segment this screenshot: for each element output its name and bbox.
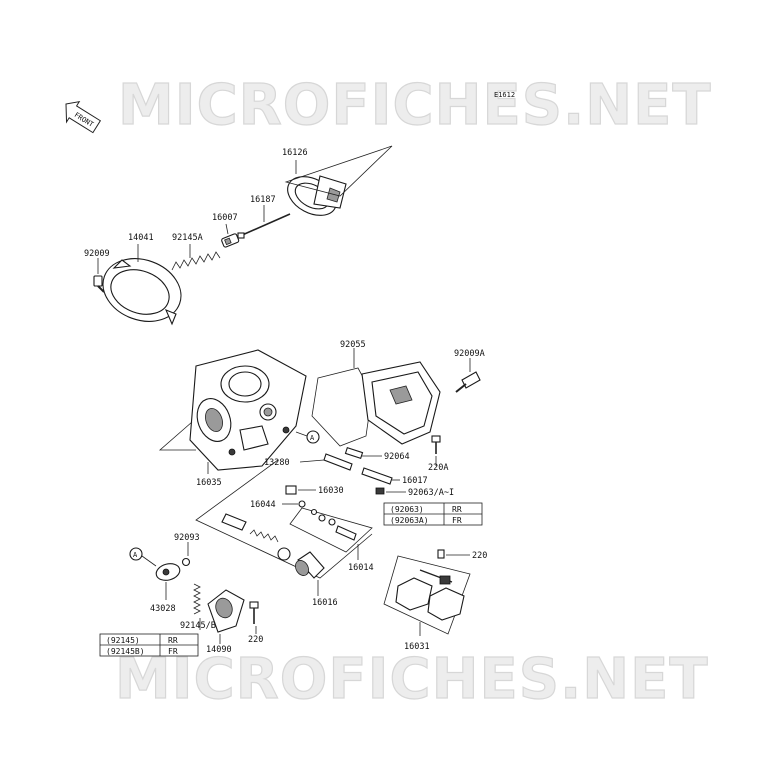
diagram-code: E1612 [494, 91, 515, 99]
table-92063: (92063) RR (92063A) FR [383, 502, 483, 526]
label-92009: 92009 [84, 249, 110, 259]
label-220-right: 220 [472, 551, 487, 561]
table-92063-row2-part: (92063A) [390, 516, 429, 525]
pump-diaphragm-icon [155, 563, 181, 581]
watermark-top: MICROFICHES.NET [118, 73, 712, 138]
jet-needle-icon [237, 213, 291, 239]
pump-spring-icon [249, 529, 279, 543]
label-16044: 16044 [250, 500, 276, 510]
watermark-bottom: MICROFICHES.NET [115, 647, 709, 712]
label-92055: 92055 [340, 340, 366, 350]
screw-lower-icon [249, 601, 259, 624]
needle-jet-icon [323, 453, 353, 471]
label-92063AI: 92063/A~I [408, 488, 454, 498]
plug-92064-icon [344, 446, 364, 460]
o-ring-small-icon [181, 557, 191, 567]
label-16017: 16017 [402, 476, 428, 486]
pilot-jet-icon [361, 467, 393, 485]
label-92009A: 92009A [454, 349, 485, 359]
spring-lower-icon [193, 583, 201, 615]
label-92064: 92064 [384, 452, 410, 462]
ref-marker-a-body-label: A [310, 434, 315, 442]
label-220-lower: 220 [248, 635, 263, 645]
needle-holder-icon [221, 233, 240, 248]
float-bowl-gasket-icon [311, 367, 373, 447]
screw-right-icon [437, 549, 445, 559]
screw-220a-icon [431, 435, 441, 454]
pump-cover-icon [207, 589, 245, 633]
label-43028: 43028 [150, 604, 176, 614]
label-13280: 13280 [264, 458, 290, 468]
washer-16044-icon [298, 500, 306, 508]
ref-marker-a-body [306, 430, 320, 444]
spring-upper-icon [171, 251, 221, 271]
label-220A: 220A [428, 463, 448, 473]
ref-marker-a-left-label: A [133, 551, 138, 559]
screw-float-bowl-icon [455, 371, 481, 393]
table-92145-row1-part: (92145) [106, 636, 140, 645]
table-92145-row2-pos: FR [168, 647, 178, 656]
o-ring-icon [277, 547, 291, 561]
label-16031: 16031 [404, 642, 430, 652]
label-92145B: 92145/B [180, 621, 216, 631]
accelerator-pump-cover-icon [295, 551, 325, 579]
label-16035: 16035 [196, 478, 222, 488]
pump-rod-icon [221, 513, 247, 531]
table-92145-row2-part: (92145B) [106, 647, 145, 656]
label-16030: 16030 [318, 486, 344, 496]
table-92145: (92145) RR (92145B) FR [99, 633, 199, 657]
table-92063-row1-pos: RR [452, 505, 462, 514]
label-16187: 16187 [250, 195, 276, 205]
pilot-screw-kit-icon [289, 507, 373, 553]
vacuum-piston-icon [287, 175, 347, 216]
float-bowl-icon [361, 361, 441, 445]
float-assembly-icon [395, 569, 465, 621]
label-16007: 16007 [212, 213, 238, 223]
main-jet-icon [375, 487, 385, 495]
screw-upper-icon [93, 275, 105, 293]
front-arrow-icon: FRONT [65, 100, 102, 134]
label-14041: 14041 [128, 233, 154, 243]
table-92063-row1-part: (92063) [390, 505, 424, 514]
label-16016: 16016 [312, 598, 338, 608]
label-92093: 92093 [174, 533, 200, 543]
table-92063-row2-pos: FR [452, 516, 462, 525]
carburetor-top-cover-icon [102, 258, 182, 326]
table-92145-row1-pos: RR [168, 636, 178, 645]
ref-marker-a-left [129, 547, 143, 561]
label-92145A: 92145A [172, 233, 203, 243]
label-16126: 16126 [282, 148, 308, 158]
carburetor-body-icon [189, 349, 307, 471]
jet-16030-icon [285, 485, 297, 495]
label-16014: 16014 [348, 563, 374, 573]
label-14090: 14090 [206, 645, 232, 655]
